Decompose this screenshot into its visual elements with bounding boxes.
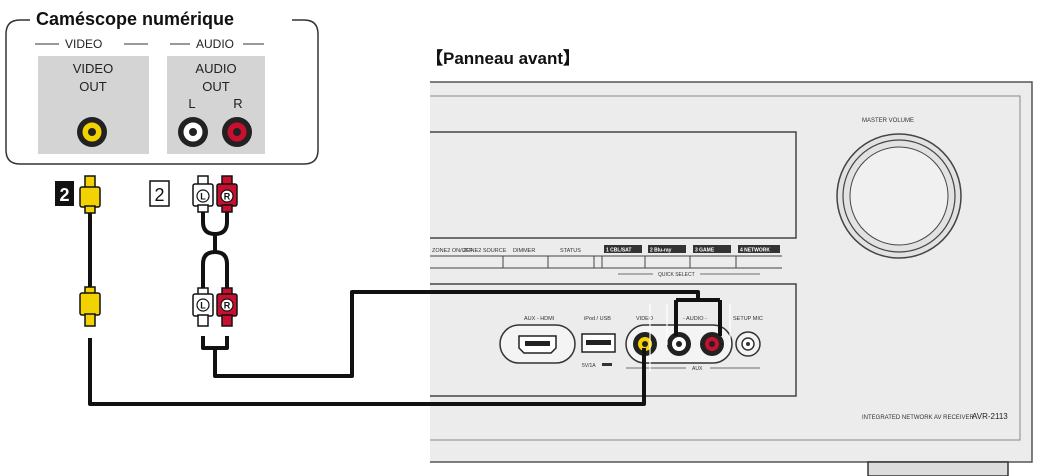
master-volume-knob <box>836 133 962 259</box>
panel-title: 【Panneau avant】 <box>426 48 580 68</box>
setup-mic-jack <box>735 331 761 357</box>
ipod-usb-port: 5V/1A <box>581 333 616 369</box>
audio-plug-bottom-right: R <box>216 287 238 327</box>
quick-button-3: 3 GAME <box>695 248 715 254</box>
audio-out-line1: AUDIO <box>195 61 236 76</box>
audio-cable-top-join <box>201 210 229 236</box>
audio-group-header: AUDIO <box>196 37 234 51</box>
audio-cable-to-receiver <box>213 290 722 378</box>
audio-cable-split <box>201 250 229 290</box>
button-status: STATUS <box>560 248 581 254</box>
camcorder-audio-left-jack <box>178 117 208 147</box>
label-audio: - AUDIO - <box>683 316 707 322</box>
port-panel <box>430 283 797 397</box>
video-out-line1: VIDEO <box>73 61 113 76</box>
receiver-inner-frame <box>430 95 1021 441</box>
video-out-line2: OUT <box>79 79 107 94</box>
plug-top-right-letter: R <box>224 192 231 202</box>
quick-button-2: 2 Blu-ray <box>650 248 672 254</box>
quick-button-3-bg <box>693 245 731 253</box>
plug-bottom-right-letter: R <box>224 301 231 311</box>
audio-plug-top-left: L <box>192 175 214 213</box>
plug-bottom-left-letter: L <box>200 301 206 311</box>
quick-button-4-bg <box>738 245 780 253</box>
video-jack <box>633 332 657 356</box>
audio-step-label: 2 <box>154 185 164 205</box>
usb-power-label: 5V/1A <box>582 363 596 369</box>
quick-button-2-bg <box>648 245 686 253</box>
button-zone2-source: ZONE2 SOURCE <box>463 248 507 254</box>
audio-step-badge <box>149 180 170 207</box>
video-plug-bottom <box>79 286 101 327</box>
quick-button-1: 1 CBL/SAT <box>606 248 631 254</box>
label-aux-hdmi: AUX - HDMI <box>524 316 555 322</box>
label-video: VIDEO <box>636 316 654 322</box>
audio-cable-bottom-join <box>201 336 229 350</box>
video-step-badge <box>55 181 74 206</box>
video-step-label: 2 <box>59 185 69 205</box>
video-group-header: VIDEO <box>65 37 102 51</box>
audio-left-jack <box>667 332 691 356</box>
display-window <box>430 131 797 239</box>
button-zone2-onoff: ZONE2 ON/OFF <box>432 248 473 254</box>
audio-right-jack <box>700 332 724 356</box>
quick-select-label: QUICK SELECT <box>658 272 695 278</box>
receiver-outline <box>430 81 1033 463</box>
cables <box>88 210 722 406</box>
camcorder-box: Caméscope numérique VIDEO AUDIO VIDEO OU… <box>5 9 319 165</box>
button-dimmer: DIMMER <box>513 248 535 254</box>
camcorder-title: Caméscope numérique <box>36 9 234 29</box>
audio-out-line2: OUT <box>202 79 230 94</box>
camcorder-audio-right-jack <box>222 117 252 147</box>
plug-top-left-letter: L <box>200 192 206 202</box>
model-prefix: INTEGRATED NETWORK AV RECEIVER <box>862 415 974 421</box>
quick-button-4: 4 NETWORK <box>740 248 770 254</box>
camcorder-video-out-jack <box>77 117 107 147</box>
label-ipod-usb: iPod / USB <box>584 316 611 322</box>
model-name: AVR-2113 <box>972 412 1008 421</box>
cable-highlight <box>649 304 731 372</box>
audio-left-label: L <box>188 96 195 111</box>
label-setup-mic: SETUP MIC <box>733 316 763 322</box>
button-row: ZONE2 ON/OFF ZONE2 SOURCE DIMMER STATUS … <box>430 245 782 278</box>
audio-right-label: R <box>233 96 242 111</box>
audio-plug-top-right: R <box>216 175 238 213</box>
aux-hdmi-port <box>499 324 576 364</box>
receiver-front-panel: ZONE2 ON/OFF ZONE2 SOURCE DIMMER STATUS … <box>430 81 1033 476</box>
video-plug-top <box>79 175 101 214</box>
quick-button-1-bg <box>604 245 642 253</box>
aux-label: AUX <box>692 366 703 372</box>
master-volume-label: MASTER VOLUME <box>862 118 914 124</box>
audio-plug-bottom-left: L <box>192 287 214 327</box>
receiver-foot <box>867 461 1009 476</box>
video-cable-bottom <box>88 338 646 406</box>
